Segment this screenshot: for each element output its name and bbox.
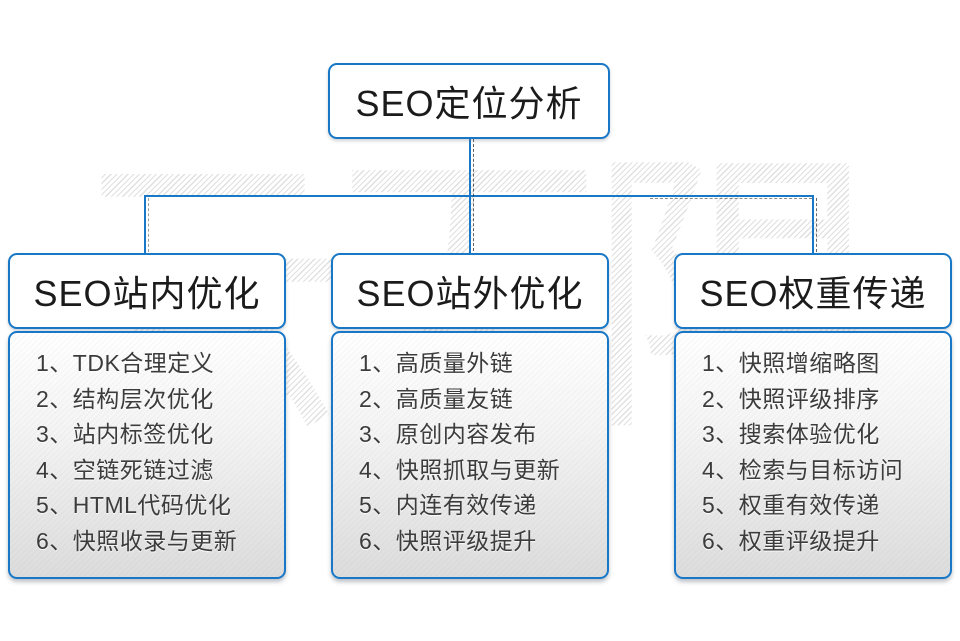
dashed-horizontal-line xyxy=(650,198,812,199)
list-item: 6、快照评级提升 xyxy=(359,527,537,554)
connector-horizontal-line xyxy=(144,195,814,197)
onsite-item-list: 1、TDK合理定义 2、结构层次优化 3、站内标签优化 4、空链死链过滤 5、H… xyxy=(10,333,284,559)
list-item: 6、权重评级提升 xyxy=(702,527,880,554)
panel-onsite-items: 1、TDK合理定义 2、结构层次优化 3、站内标签优化 4、空链死链过滤 5、H… xyxy=(8,331,286,579)
list-item: 6、快照收录与更新 xyxy=(36,527,238,554)
list-item: 3、搜索体验优化 xyxy=(702,421,880,447)
connector-right-vertical-line xyxy=(812,195,814,253)
panel-offsite-items: 1、高质量外链 2、高质量友链 3、原创内容发布 4、快照抓取与更新 5、内连有… xyxy=(331,331,609,579)
list-item: 5、权重有效传递 xyxy=(702,492,880,518)
list-item: 1、高质量外链 xyxy=(359,350,514,376)
list-item: 4、空链死链过滤 xyxy=(36,456,214,483)
list-item: 3、站内标签优化 xyxy=(36,421,214,447)
list-item: 1、TDK合理定义 xyxy=(36,350,215,376)
list-item: 4、检索与目标访问 xyxy=(702,456,904,483)
node-header-weight-label: SEO权重传递 xyxy=(699,273,927,314)
node-header-offsite: SEO站外优化 xyxy=(331,253,609,329)
list-item: 2、结构层次优化 xyxy=(36,385,214,412)
node-root-label: SEO定位分析 xyxy=(355,83,583,124)
dashed-center-line xyxy=(473,139,474,251)
list-item: 1、快照增缩略图 xyxy=(702,350,880,376)
connector-left-vertical-line xyxy=(144,195,146,253)
dashed-left-line xyxy=(148,198,149,252)
list-item: 2、高质量友链 xyxy=(359,385,514,412)
weight-item-list: 1、快照增缩略图 2、快照评级排序 3、搜索体验优化 4、检索与目标访问 5、权… xyxy=(676,333,950,559)
list-item: 4、快照抓取与更新 xyxy=(359,456,561,483)
node-root: SEO定位分析 xyxy=(328,63,610,139)
list-item: 2、快照评级排序 xyxy=(702,385,880,412)
dashed-right-line xyxy=(816,198,817,252)
offsite-item-list: 1、高质量外链 2、高质量友链 3、原创内容发布 4、快照抓取与更新 5、内连有… xyxy=(333,333,607,559)
list-item: 3、原创内容发布 xyxy=(359,421,537,447)
node-header-onsite: SEO站内优化 xyxy=(8,253,286,329)
node-header-offsite-label: SEO站外优化 xyxy=(356,273,584,314)
panel-weight-items: 1、快照增缩略图 2、快照评级排序 3、搜索体验优化 4、检索与目标访问 5、权… xyxy=(674,331,952,579)
list-item: 5、内连有效传递 xyxy=(359,492,537,518)
list-item: 5、HTML代码优化 xyxy=(36,492,232,518)
node-header-onsite-label: SEO站内优化 xyxy=(33,273,261,314)
node-header-weight: SEO权重传递 xyxy=(674,253,952,329)
